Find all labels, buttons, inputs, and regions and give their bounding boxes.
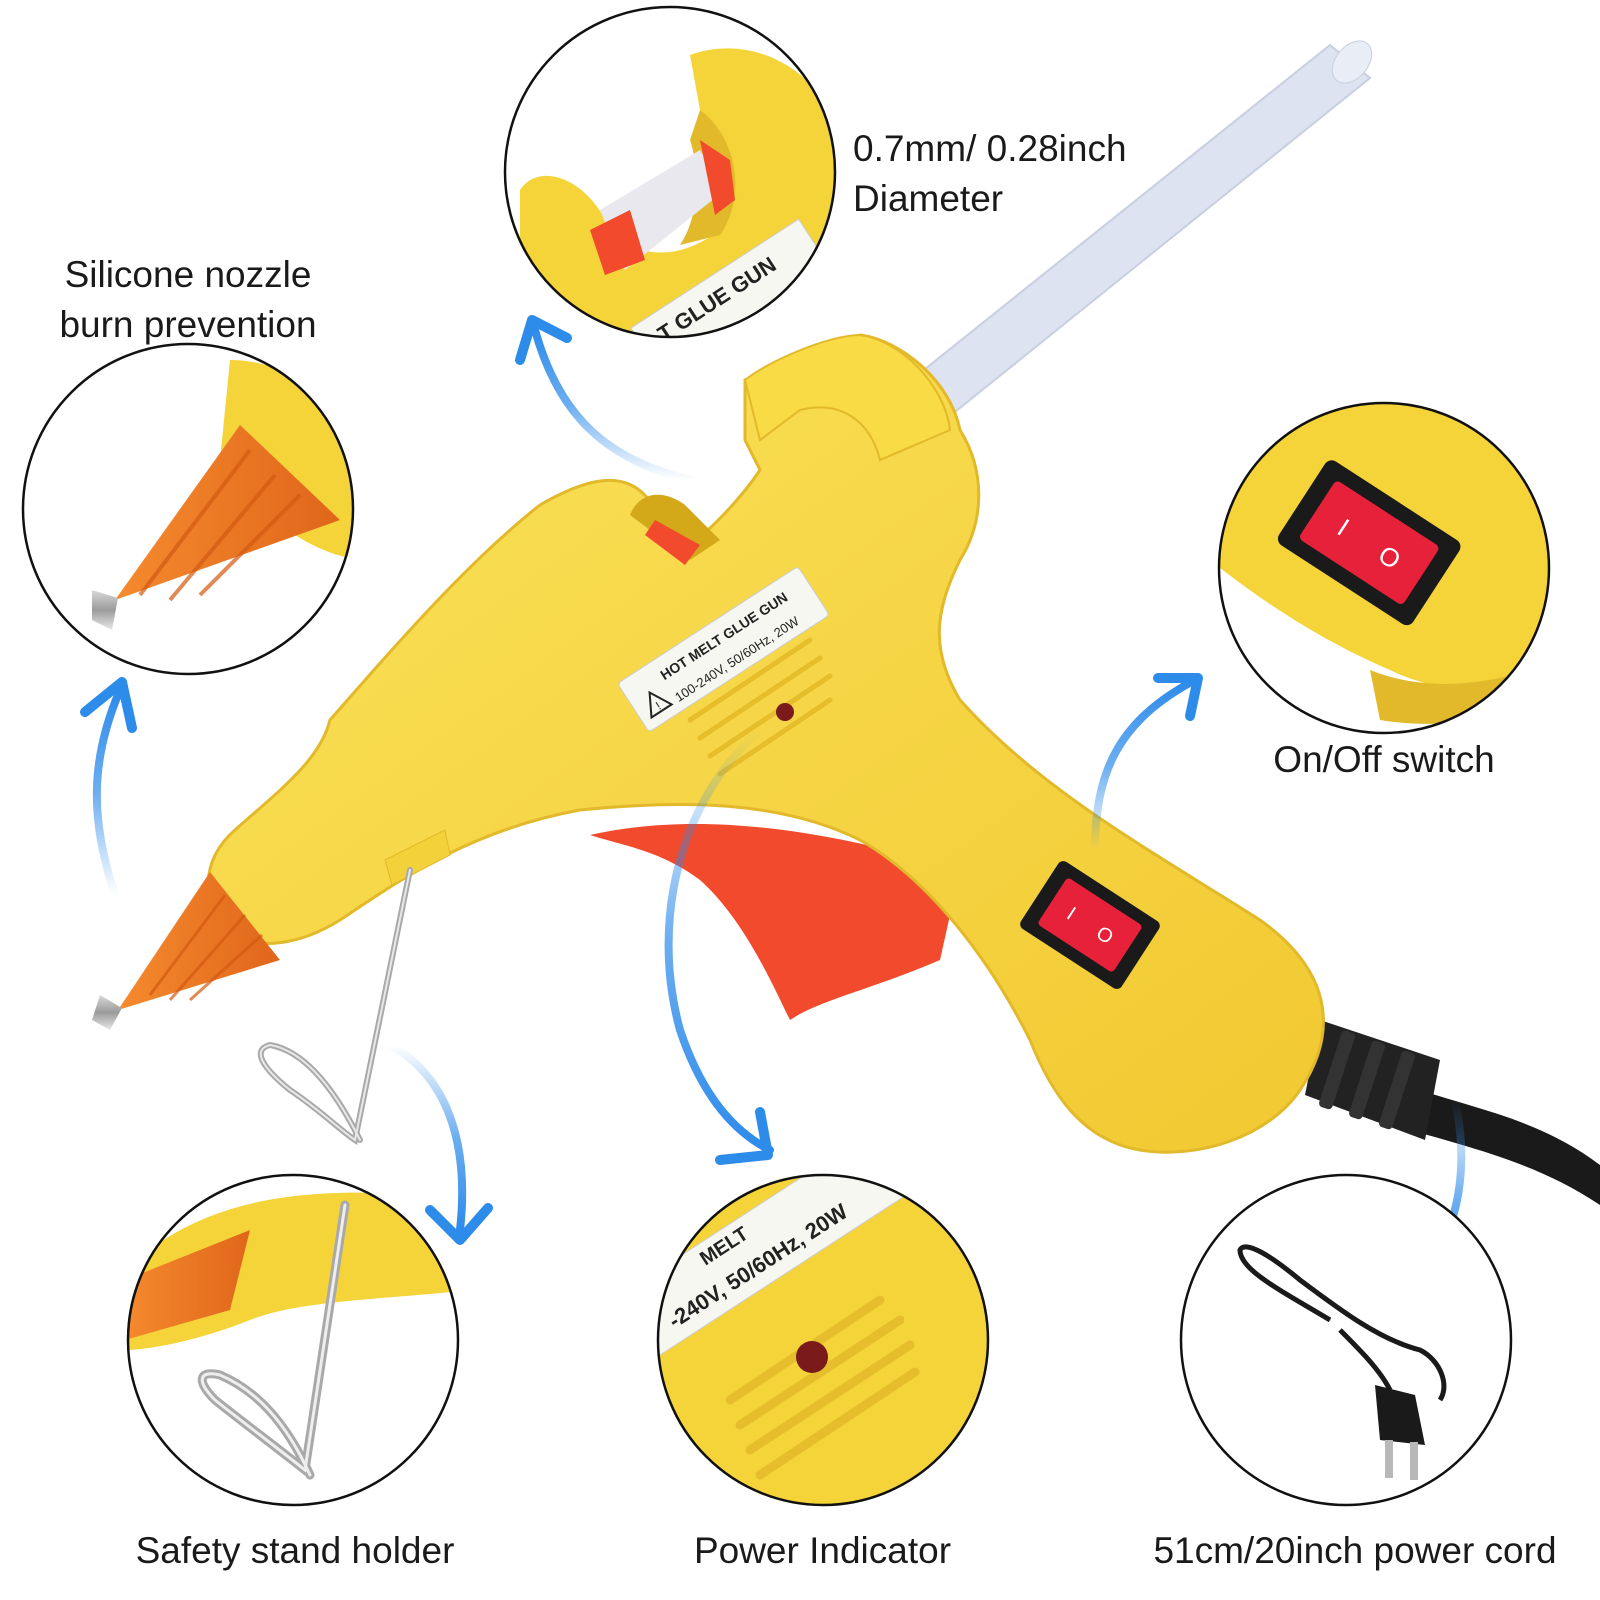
label-nozzle-line1: Silicone nozzle xyxy=(64,254,312,295)
label-nozzle: Silicone nozzle burn prevention xyxy=(38,250,338,350)
label-cord: 51cm/20inch power cord xyxy=(1153,1530,1557,1571)
arrow-to-diameter xyxy=(515,315,694,484)
label-switch: On/Off switch xyxy=(1273,739,1495,780)
stand-holder xyxy=(257,829,451,1145)
plug-icon xyxy=(1375,1385,1425,1480)
glue-gun-main: ! HOT MELT GLUE GUN 100-240V, 50/60Hz, 2… xyxy=(92,40,1600,1205)
callout-switch: I O xyxy=(1217,401,1551,735)
vent-grooves xyxy=(687,637,833,777)
callout-indicator: MELT -240V, 50/60Hz, 20W xyxy=(656,1173,990,1507)
arrow-to-nozzle xyxy=(80,677,137,899)
callout-glue-stick: T GLUE GUN xyxy=(503,5,837,339)
callout-stand xyxy=(126,1173,460,1507)
arrow-to-indicator xyxy=(664,726,774,1165)
power-indicator-led xyxy=(776,703,794,721)
label-nozzle-line2: burn prevention xyxy=(59,304,317,345)
label-diameter: 0.7mm/ 0.28inch Diameter xyxy=(853,124,1127,224)
arrow-to-switch xyxy=(1091,673,1203,854)
warning-icon: ! xyxy=(648,690,674,720)
label-stand: Safety stand holder xyxy=(135,1530,455,1571)
label-diameter-line2: Diameter xyxy=(853,178,1004,219)
svg-text:!: ! xyxy=(653,699,663,713)
callout-nozzle xyxy=(21,342,355,676)
label-indicator: Power Indicator xyxy=(693,1530,952,1571)
trigger xyxy=(590,823,960,1020)
arrow-to-stand xyxy=(386,1041,493,1245)
power-switch[interactable]: I O xyxy=(1018,859,1162,991)
nozzle xyxy=(92,872,280,1030)
label-diameter-line1: 0.7mm/ 0.28inch xyxy=(853,128,1127,169)
callout-cord xyxy=(1179,1173,1513,1507)
